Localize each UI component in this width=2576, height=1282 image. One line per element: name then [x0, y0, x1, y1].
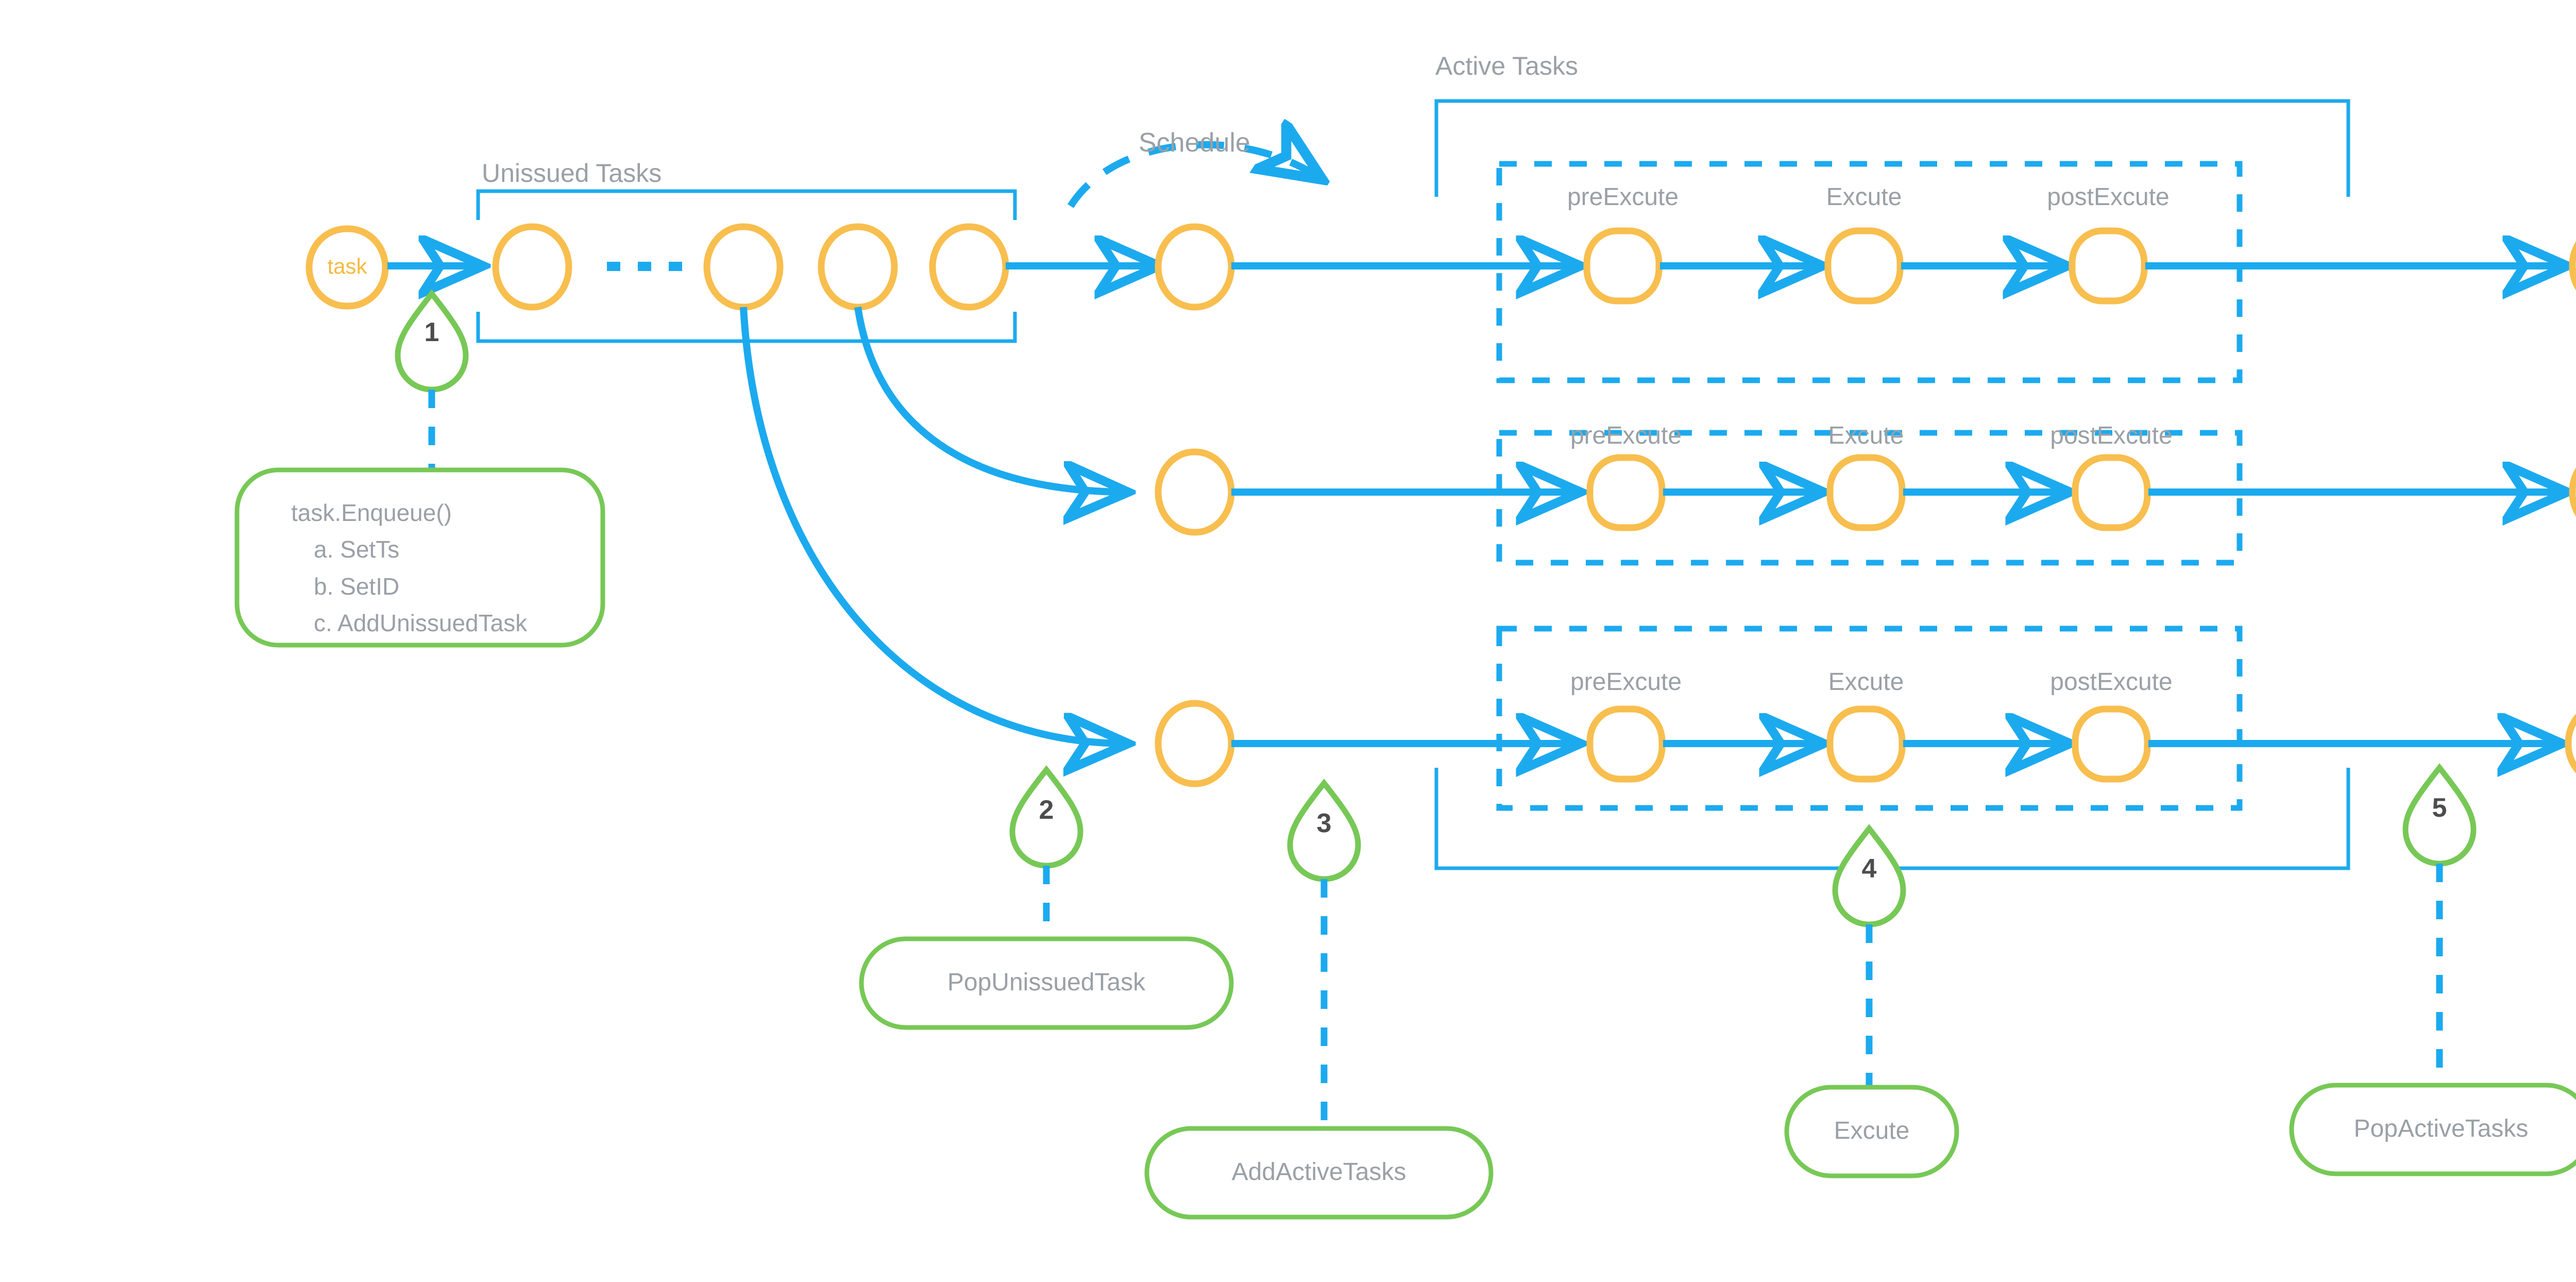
callout-excute-box: [1784, 1085, 1959, 1178]
queue-ellipsis-dots: [607, 262, 682, 271]
unissued-tasks-heading: Unissued Tasks: [482, 159, 662, 188]
row-2-exec-node: [1826, 454, 1906, 531]
marker-4-number: 4: [1861, 854, 1877, 884]
marker-1-number: 1: [424, 317, 439, 347]
curve-queue-to-row3: [740, 307, 1124, 744]
row-2-post-node: [2072, 454, 2151, 531]
row-1-end-node: [2569, 241, 2576, 291]
row-3-exec-label: Excute: [1828, 668, 1904, 696]
callout-popunissued-label: PopUnissuedTask: [947, 969, 1146, 996]
row-1-pre-node: [1583, 227, 1663, 305]
source-task-node: [306, 225, 389, 310]
callout-enqueue-content: task.Enqueue() a. SetTs b. SetID c. AddU…: [291, 495, 527, 642]
row-2-end-node: [2569, 467, 2576, 517]
row-3-pre-label: preExcute: [1570, 668, 1682, 696]
callout-addactive-box: [1144, 1126, 1494, 1220]
row-1-pre-label: preExcute: [1567, 183, 1679, 211]
curve-queue-to-row2: [854, 306, 1124, 492]
row-3-post-node: [2072, 705, 2151, 783]
schedule-heading: Schedule: [1139, 128, 1250, 158]
source-task-label: task: [327, 254, 367, 278]
row-1-post-label: postExcute: [2047, 183, 2170, 211]
marker-2-number: 2: [1039, 795, 1054, 825]
row-entry-nodes: [1155, 223, 1235, 787]
row-1-exec-label: Excute: [1826, 183, 1902, 211]
marker-3-number: 3: [1316, 808, 1332, 838]
row-3-end-node: [2565, 714, 2576, 773]
callout-popactive-label: PopActiveTasks: [2353, 1115, 2529, 1142]
row-2-exec-label: Excute: [1828, 422, 1904, 449]
marker-5-number: 5: [2432, 793, 2447, 823]
row-3-exec-node: [1826, 705, 1906, 783]
row-2-dashed-box: [1496, 430, 2243, 566]
callout-popactive-box: [2289, 1083, 2576, 1176]
unissued-task-nodes: [492, 223, 1009, 311]
callout-addactive-label: AddActiveTasks: [1231, 1158, 1406, 1186]
row-2-pre-label: preExcute: [1570, 422, 1682, 449]
row-2-post-label: postExcute: [2050, 422, 2173, 449]
callout-excute-label: Excute: [1834, 1117, 1910, 1144]
callout-enqueue-box: [234, 467, 605, 648]
row-3-post-label: postExcute: [2050, 668, 2173, 696]
callout-enqueue-title: task.Enqueue(): [291, 499, 452, 526]
row-2-pre-node: [1586, 454, 1666, 531]
callout-popunissued-box: [859, 936, 1234, 1030]
active-tasks-heading: Active Tasks: [1435, 52, 1578, 80]
callout-enqueue-step-c: c. AddUnissuedTask: [314, 609, 528, 636]
callout-enqueue-step-b: b. SetID: [314, 572, 400, 600]
callout-enqueue-step-a: a. SetTs: [314, 536, 400, 563]
row-1-exec-node: [1824, 227, 1904, 305]
row-3-pre-node: [1586, 705, 1666, 783]
row-1-dashed-box: [1496, 161, 2243, 383]
row-1-post-node: [2069, 227, 2148, 305]
